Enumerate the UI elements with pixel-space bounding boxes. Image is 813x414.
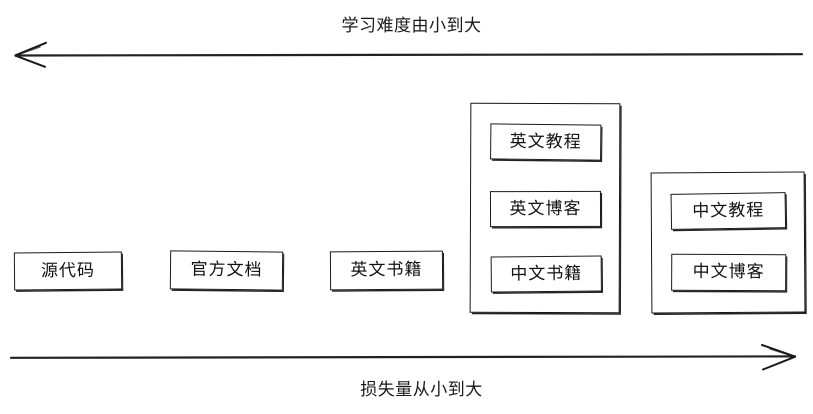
top-axis-label: 学习难度由小到大	[341, 16, 482, 36]
node-label: 英文博客	[509, 198, 582, 219]
node-english-blog[interactable]: 英文博客	[489, 190, 602, 228]
node-label: 中文博客	[692, 261, 765, 283]
node-label: 中文教程	[692, 199, 765, 222]
node-chinese-tutorial[interactable]: 中文教程	[670, 192, 787, 230]
node-label: 中文书籍	[510, 263, 583, 284]
node-english-books[interactable]: 英文书籍	[329, 250, 444, 291]
arrow-left-icon	[14, 41, 804, 68]
bottom-axis-label: 损失量从小到大	[360, 380, 483, 400]
node-label: 官方文档	[190, 259, 263, 281]
node-label: 源代码	[40, 260, 96, 281]
arrow-right-icon	[9, 344, 797, 371]
node-official-docs[interactable]: 官方文档	[169, 250, 284, 291]
node-english-tutorial[interactable]: 英文教程	[490, 123, 602, 161]
group-right: 中文教程 中文博客	[650, 171, 806, 314]
node-label: 英文教程	[509, 131, 582, 152]
node-chinese-books[interactable]: 中文书籍	[490, 255, 602, 293]
node-chinese-blog[interactable]: 中文博客	[671, 253, 787, 292]
node-source-code[interactable]: 源代码	[13, 251, 123, 291]
group-middle: 英文教程 英文博客 中文书籍	[469, 102, 621, 314]
node-label: 英文书籍	[350, 259, 423, 281]
